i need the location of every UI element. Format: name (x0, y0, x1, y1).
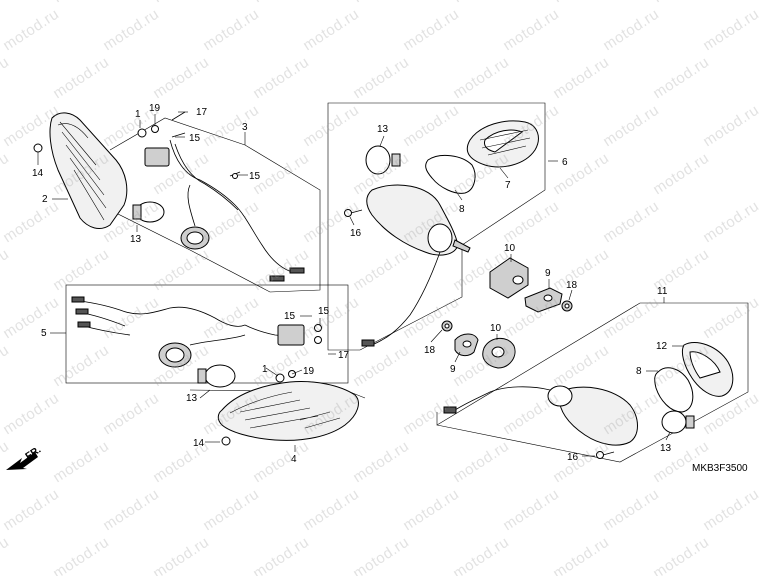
callout-5: 5 (41, 328, 47, 339)
grommet-10-bottom (482, 337, 516, 369)
bulb-13-lower-left (197, 364, 236, 388)
turn-signal-lens-4 (217, 381, 359, 441)
callout-19: 19 (303, 366, 315, 377)
callout-13: 13 (130, 234, 142, 245)
callout-16: 16 (567, 452, 579, 463)
callout-15: 15 (318, 306, 330, 317)
leaders-bottom-right (582, 297, 684, 457)
leaders-top-left (37, 111, 248, 232)
nut-18-top (561, 300, 573, 312)
leaders-middle (430, 254, 573, 363)
front-left-turn-signal-assembly (33, 111, 321, 293)
callout-3: 3 (242, 122, 248, 133)
callout-18: 18 (424, 345, 436, 356)
screw-16-bottom (596, 451, 615, 459)
turn-signal-lens-7 (466, 120, 539, 168)
gasket-8 (425, 154, 476, 194)
part-code-label: MKB3F3500 (692, 463, 748, 474)
bracket-9-bottom (454, 333, 479, 357)
callout-15: 15 (189, 133, 201, 144)
callout-6: 6 (562, 157, 568, 168)
callout-18: 18 (566, 280, 578, 291)
mounting-hardware (441, 257, 573, 369)
screw-16-top (344, 209, 363, 217)
grommet-10-top (489, 257, 529, 299)
nut-18-bottom (441, 320, 453, 332)
callout-1: 1 (262, 364, 268, 375)
gasket-8-bottom (654, 367, 694, 413)
bulb-13-left (132, 201, 165, 223)
callout-13: 13 (186, 393, 198, 404)
callout-2: 2 (42, 194, 48, 205)
callout-17: 17 (338, 350, 350, 361)
rear-right-turn-signal-assembly (436, 302, 749, 463)
bulb-13-rear (365, 145, 401, 175)
rear-left-turn-signal-assembly (327, 102, 546, 351)
callout-11: 11 (657, 286, 668, 297)
bracket-9-top (524, 287, 563, 313)
callout-15: 15 (249, 171, 261, 182)
front-right-turn-signal-assembly (189, 364, 366, 446)
leaders-left-mid (50, 315, 336, 355)
callout-10: 10 (504, 243, 516, 254)
callout-9: 9 (545, 268, 551, 279)
callout-19: 19 (149, 103, 161, 114)
connector-block (144, 147, 170, 167)
leaders-bottom-left (199, 367, 303, 452)
callout-13: 13 (660, 443, 672, 454)
callout-14: 14 (193, 438, 205, 449)
turn-signal-housing (49, 112, 128, 229)
callout-13: 13 (377, 124, 389, 135)
leaders-top-right (349, 135, 558, 226)
callout-15: 15 (284, 311, 296, 322)
callout-9: 9 (450, 364, 456, 375)
turn-signal-body-rear (558, 386, 638, 446)
callout-8: 8 (459, 204, 465, 215)
callout-4: 4 (291, 454, 297, 465)
callout-1: 1 (135, 109, 141, 120)
callout-17: 17 (196, 107, 208, 118)
turn-signal-harness-5 (65, 284, 349, 384)
front-direction-arrow-icon: FR. (6, 444, 43, 470)
callout-8: 8 (636, 366, 642, 377)
turn-signal-lens-12 (681, 341, 734, 397)
callout-14: 14 (32, 168, 44, 179)
callout-12: 12 (656, 341, 668, 352)
callout-10: 10 (490, 323, 502, 334)
callout-numbers: 1 19 17 15 3 15 2 14 13 5 15 15 17 1 19 … (32, 103, 672, 465)
callout-7: 7 (505, 180, 511, 191)
bulb-13-rear-bottom (661, 410, 695, 434)
callout-16: 16 (350, 228, 362, 239)
